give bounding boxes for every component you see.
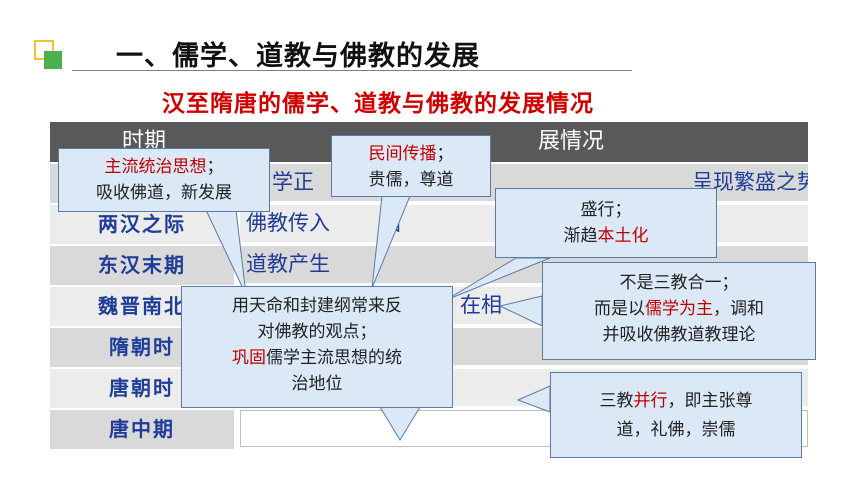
callout-tang-mid: 用天命和封建纲常来反 对佛教的观点； 巩固儒学主流思想的统 治地位 xyxy=(181,286,453,408)
callout-buddhism: 盛行； 渐趋本土化 xyxy=(495,188,717,258)
title-divider xyxy=(72,70,632,71)
callout-mainstream: 主流统治思想； 吸收佛道，新发展 xyxy=(58,148,270,212)
period-cell: 唐中期 xyxy=(50,408,234,449)
period-cell: 东汉末期 xyxy=(50,244,234,285)
callout-tang: 三教并行，即主张尊 道，礼佛，崇儒 xyxy=(550,372,802,458)
callout-folk: 民间传播； 贵儒，尊道 xyxy=(331,135,491,197)
header-development: 展情况 xyxy=(538,129,605,154)
decorative-square-green xyxy=(44,51,62,69)
page-title: 一、儒学、道教与佛教的发展 xyxy=(116,41,480,72)
callout-sui: 不是三教合一； 而是以儒学为主，调和 并吸收佛教道教理论 xyxy=(542,262,816,360)
table-caption: 汉至隋唐的儒学、道教与佛教的发展情况 xyxy=(162,91,594,117)
